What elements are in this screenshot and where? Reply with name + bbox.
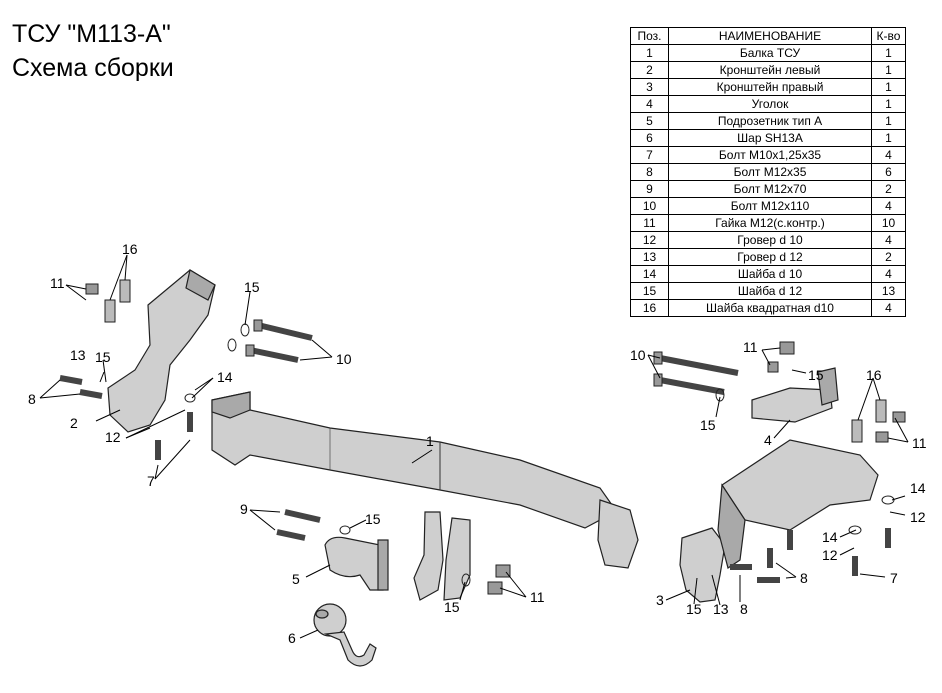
drawing-title: ТСУ "М113-А" — [12, 20, 171, 48]
callout-16-left: 16 — [122, 241, 138, 257]
bolts — [59, 319, 891, 583]
right-plate-part — [717, 439, 879, 569]
callout-8-left: 8 — [28, 391, 36, 407]
callout-14-left: 14 — [217, 369, 233, 385]
row-name: Кронштейн левый — [668, 61, 872, 79]
row-position: 14 — [630, 265, 669, 283]
callout-12-left: 12 — [105, 429, 121, 445]
header-position: Поз. — [630, 27, 669, 45]
callout-13-right: 13 — [713, 601, 729, 617]
socket-plate-part — [324, 536, 389, 591]
row-position: 11 — [630, 214, 669, 232]
callout-11-left: 11 — [50, 275, 65, 291]
callout-7-left: 7 — [147, 473, 155, 489]
row-quantity: 4 — [871, 299, 906, 317]
row-name: Болт М12х110 — [668, 197, 872, 215]
callout-9: 9 — [240, 501, 248, 517]
callout-15-bottom: 15 — [444, 599, 460, 615]
callout-2: 2 — [70, 415, 78, 431]
callout-6: 6 — [288, 630, 296, 646]
callout-15-angle: 15 — [808, 367, 824, 383]
callout-11-top: 11 — [743, 339, 758, 355]
parts-table-header: Поз. НАИМЕНОВАНИЕ К-во — [630, 27, 906, 45]
row-name: Подрозетник тип А — [668, 112, 872, 130]
callout-14-center: 14 — [822, 529, 838, 545]
callout-7-right: 7 — [890, 570, 898, 586]
row-name: Шайба d 10 — [668, 265, 872, 283]
tow-ball-part — [313, 603, 377, 667]
callout-8-right: 8 — [800, 570, 808, 586]
row-name: Болт М12х70 — [668, 180, 872, 198]
callout-10-right: 10 — [630, 347, 646, 363]
callout-16-right: 16 — [866, 367, 882, 383]
leader-lines — [39, 254, 909, 639]
callout-15-top-left: 15 — [244, 279, 260, 295]
beam-part — [211, 391, 639, 569]
callout-14-right: 14 — [910, 480, 926, 496]
callout-15-left: 15 — [95, 349, 111, 365]
angle-part — [751, 367, 839, 423]
drawing-subtitle: Схема сборки — [12, 54, 174, 82]
callout-11-bottom: 11 — [530, 589, 545, 605]
callout-4: 4 — [764, 432, 772, 448]
callout-12-center: 12 — [822, 547, 838, 563]
callout-3: 3 — [656, 592, 664, 608]
row-name: Шайба квадратная d10 — [668, 299, 872, 317]
left-bracket-part — [107, 269, 216, 433]
callout-15-bracket: 15 — [686, 601, 702, 617]
callout-8-bottom: 8 — [740, 601, 748, 617]
callout-10-left: 10 — [336, 351, 352, 367]
callout-15-socket: 15 — [365, 511, 381, 527]
callout-11-right: 11 — [912, 435, 927, 451]
row-quantity: 4 — [871, 197, 906, 215]
callout-15-right-bolts: 15 — [700, 417, 716, 433]
callout-numbers: 1 2 3 4 5 6 7 7 8 8 8 9 10 10 11 11 11 1… — [28, 241, 927, 646]
row-name: Шар SH13A — [668, 129, 872, 147]
callout-13-left: 13 — [70, 347, 86, 363]
callout-12-right: 12 — [910, 509, 926, 525]
callout-1: 1 — [426, 433, 434, 449]
center-brackets-part — [413, 511, 471, 601]
row-position: 16 — [630, 299, 669, 317]
callout-5: 5 — [292, 571, 300, 587]
row-quantity: 1 — [871, 112, 906, 130]
nuts-and-washers — [85, 279, 906, 595]
